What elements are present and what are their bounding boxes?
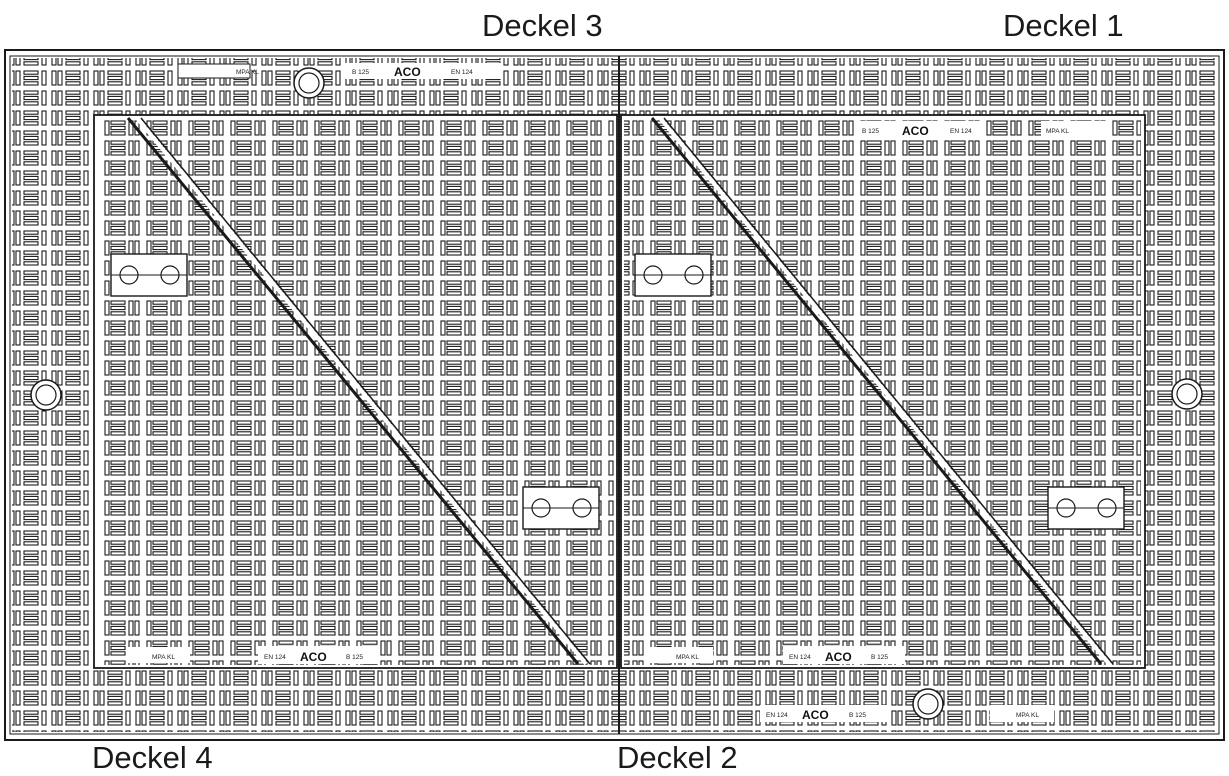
key-pocket-right-top <box>634 253 712 297</box>
marking-class-text: B 125 <box>849 712 866 719</box>
marking-test-text: MPA KL <box>676 654 699 661</box>
key-pocket-left-top <box>110 253 188 297</box>
marking-class-text: B 125 <box>346 654 363 661</box>
label-cover-2: Deckel 2 <box>617 740 738 775</box>
bolt-right <box>1171 378 1203 410</box>
marking-brand-text: ACO <box>300 650 327 664</box>
marking-bottom-left: MPA KL EN 124 ACO B 125 <box>126 646 380 664</box>
marking-standard-text: EN 124 <box>789 654 811 661</box>
bolt-top <box>293 67 325 99</box>
marking-top-left: MPA KL B 125 ACO EN 124 <box>177 63 501 79</box>
key-pocket-right-bottom <box>1047 486 1125 530</box>
marking-brand-text: ACO <box>802 708 829 722</box>
diagonal-seam-right <box>650 117 1103 665</box>
bolt-left <box>30 379 62 411</box>
marking-brand-text: ACO <box>394 65 421 79</box>
marking-class-text: B 125 <box>352 69 369 76</box>
inner-plate-right <box>620 114 1146 669</box>
marking-brand-text: ACO <box>902 124 929 138</box>
bolt-bottom <box>912 688 944 720</box>
inner-plate-left <box>93 114 618 669</box>
marking-test-text: MPA KL <box>1016 712 1039 719</box>
marking-test-text: MPA KL <box>1046 128 1069 135</box>
marking-top-right: B 125 ACO EN 124 MPA KL <box>857 121 1106 138</box>
marking-bottom-right: MPA KL EN 124 ACO B 125 <box>649 646 905 664</box>
marking-test-text: MPA KL <box>152 654 175 661</box>
marking-class-text: B 125 <box>862 128 879 135</box>
label-cover-3: Deckel 3 <box>482 8 603 43</box>
marking-frame-bottom-right: EN 124 ACO B 125 MPA KL <box>760 705 1054 722</box>
marking-test-text: MPA KL <box>236 69 259 76</box>
label-cover-4: Deckel 4 <box>92 740 213 775</box>
marking-brand-text: ACO <box>825 650 852 664</box>
outer-frame-inner <box>9 55 1220 735</box>
key-pocket-left-bottom <box>522 486 600 530</box>
marking-standard-text: EN 124 <box>451 69 473 76</box>
marking-standard-text: EN 124 <box>766 712 788 719</box>
marking-standard-text: EN 124 <box>264 654 286 661</box>
label-cover-1: Deckel 1 <box>1003 8 1124 43</box>
marking-standard-text: EN 124 <box>950 128 972 135</box>
diagonal-seam-left <box>126 117 580 665</box>
marking-class-text: B 125 <box>871 654 888 661</box>
